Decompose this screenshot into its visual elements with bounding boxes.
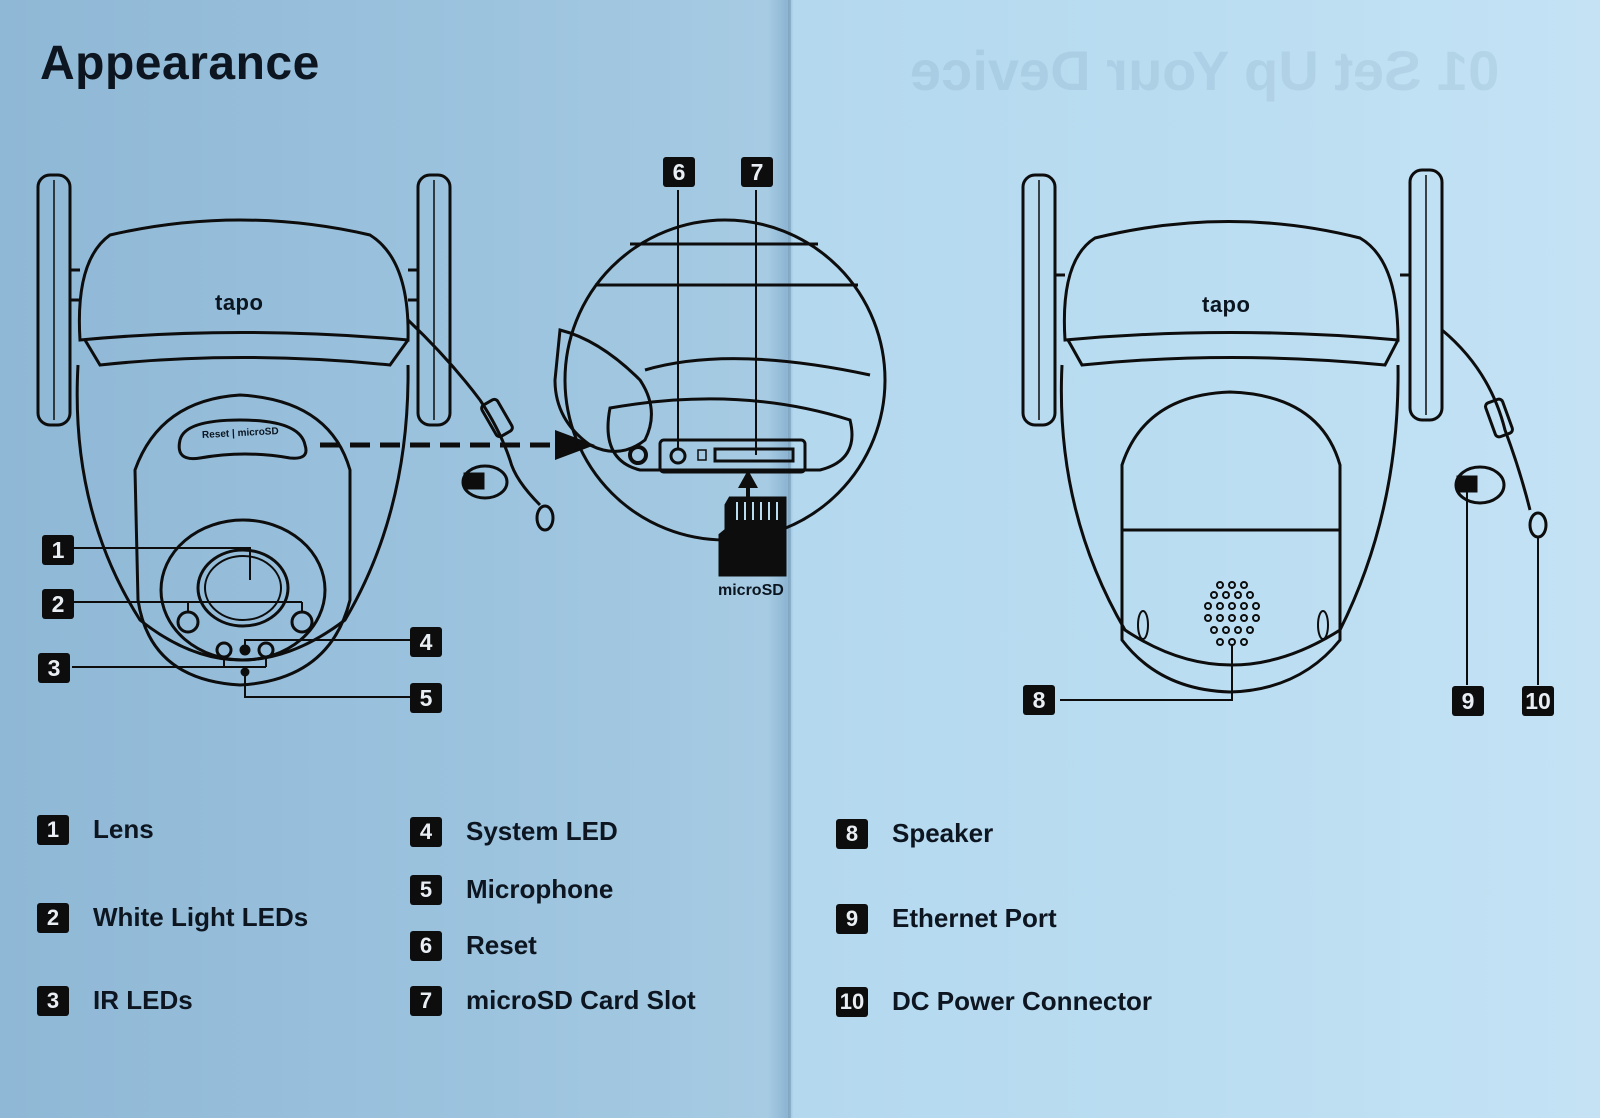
legend-label: White Light LEDs (93, 902, 309, 932)
legend-label: Lens (93, 814, 154, 844)
dc-plug (535, 504, 555, 532)
camera-hood (77, 218, 410, 342)
legend-label: Reset (466, 930, 537, 960)
cover-flap (553, 328, 653, 453)
legend-number: 6 (410, 930, 442, 961)
camera-body (75, 364, 410, 662)
legend-item-speaker: 8 Speaker (836, 818, 993, 849)
slot-panel (658, 438, 807, 474)
ir-led-left (215, 641, 233, 659)
callout-10: 10 (1522, 686, 1554, 716)
ir-led-right (257, 641, 275, 659)
callout-9: 9 (1452, 686, 1484, 716)
callout-7: 7 (741, 157, 773, 187)
callout-1: 1 (42, 535, 74, 565)
legend-number: 4 (410, 816, 442, 847)
legend-item-ethernet-port: 9 Ethernet Port (836, 903, 1057, 934)
callout-8: 8 (1023, 685, 1055, 715)
callout-3: 3 (38, 653, 70, 683)
front-brand-logo: tapo (215, 290, 264, 315)
paper-fold (788, 0, 791, 1118)
legend-item-white-light-leds: 2 White Light LEDs (37, 902, 308, 933)
legend-number: 7 (410, 985, 442, 1016)
legend-number: 2 (37, 902, 69, 933)
back-camera-illustration (1021, 168, 1548, 701)
legend-number: 3 (37, 985, 69, 1016)
legend-label: System LED (466, 816, 618, 846)
camera-head (133, 393, 352, 687)
zoom-detail-illustration (553, 190, 887, 577)
ethernet-plug (461, 464, 509, 500)
legend-item-lens: 1 Lens (37, 814, 154, 845)
front-camera-illustration (36, 173, 595, 698)
speaker-grille (1204, 581, 1260, 646)
legend-label: Microphone (466, 874, 614, 904)
legend-label: microSD Card Slot (466, 985, 696, 1015)
legend-item-dc-power-connector: 10 DC Power Connector (836, 986, 1152, 1017)
back-brand-logo: tapo (1202, 292, 1251, 317)
legend-number: 10 (836, 986, 868, 1017)
callout-2: 2 (42, 589, 74, 619)
microphone (240, 667, 250, 677)
legend-item-microsd-card-slot: 7 microSD Card Slot (410, 985, 696, 1016)
legend-number: 9 (836, 903, 868, 934)
legend-item-ir-leds: 3 IR LEDs (37, 985, 193, 1016)
legend-number: 1 (37, 814, 69, 845)
legend-label: DC Power Connector (892, 986, 1153, 1016)
slot-recess (606, 397, 854, 472)
white-led-right (290, 610, 314, 634)
legend-label: IR LEDs (93, 985, 193, 1015)
legend-item-system-led: 4 System LED (410, 816, 618, 847)
callout-6: 6 (663, 157, 695, 187)
callout-4: 4 (410, 627, 442, 657)
microsd-card-label: microSD (718, 582, 784, 599)
white-led-left (176, 610, 200, 634)
lens (196, 548, 290, 628)
legend-number: 5 (410, 874, 442, 905)
zoom-circle (563, 218, 887, 542)
legend-label: Ethernet Port (892, 903, 1057, 933)
microsd-slot (713, 447, 795, 463)
cable-joint (480, 397, 514, 439)
legend-item-microphone: 5 Microphone (410, 874, 613, 905)
callout-5: 5 (410, 683, 442, 713)
reset-hole (669, 447, 687, 465)
page-title: Appearance (40, 37, 320, 90)
reset-cover (177, 418, 308, 461)
legend-number: 8 (836, 818, 868, 849)
lens-housing (159, 518, 327, 662)
legend-item-reset: 6 Reset (410, 930, 537, 961)
arrow-head-icon (555, 430, 595, 460)
legend-label: Speaker (892, 818, 994, 848)
